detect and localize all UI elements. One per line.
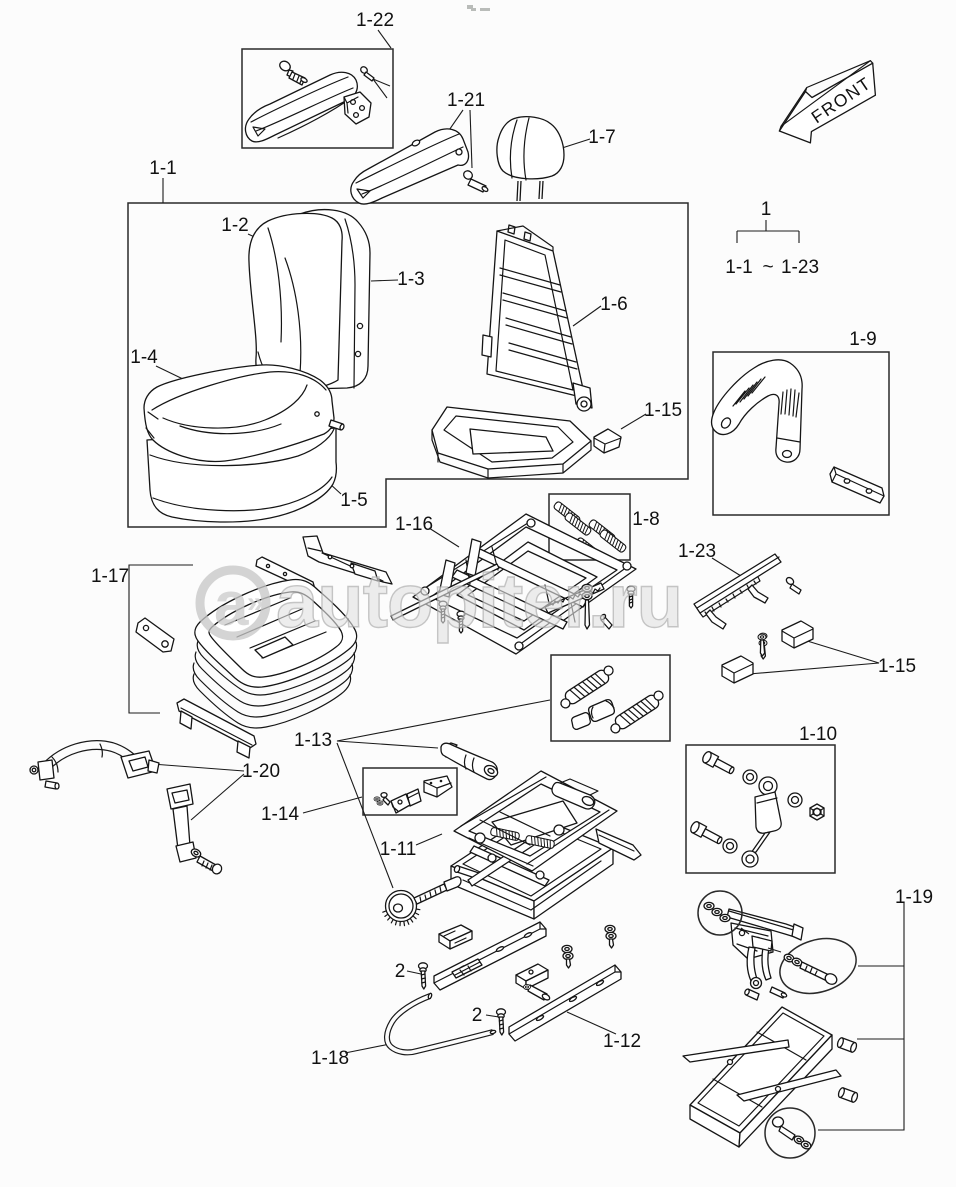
svg-text:1-7: 1-7 <box>588 127 615 148</box>
svg-text:1-17: 1-17 <box>91 566 129 587</box>
svg-text:1-1: 1-1 <box>149 158 176 179</box>
svg-text:1-6: 1-6 <box>600 294 627 315</box>
svg-text:1-20: 1-20 <box>242 761 280 782</box>
svg-text:»: » <box>247 586 264 619</box>
svg-text:1-3: 1-3 <box>397 269 424 290</box>
svg-text:autopiter.ru: autopiter.ru <box>276 559 682 644</box>
svg-text:1-8: 1-8 <box>632 509 659 530</box>
svg-text:1-10: 1-10 <box>799 724 837 745</box>
svg-text:1-15: 1-15 <box>644 400 682 421</box>
svg-text:1-23: 1-23 <box>678 541 716 562</box>
svg-text:1-13: 1-13 <box>294 730 332 751</box>
svg-text:1-14: 1-14 <box>261 804 299 825</box>
svg-text:1-11: 1-11 <box>380 839 417 860</box>
svg-text:1-16: 1-16 <box>395 514 433 535</box>
svg-text:1-23: 1-23 <box>781 257 819 278</box>
svg-text:2: 2 <box>395 961 406 982</box>
svg-text:1-18: 1-18 <box>311 1048 349 1069</box>
svg-text:1-12: 1-12 <box>603 1031 641 1052</box>
svg-text:1-21: 1-21 <box>447 90 485 111</box>
svg-text:1-2: 1-2 <box>221 215 248 236</box>
svg-text:a: a <box>214 570 249 639</box>
svg-text:1-1: 1-1 <box>725 257 752 278</box>
svg-text:1-22: 1-22 <box>356 10 394 31</box>
svg-text:1: 1 <box>761 199 772 220</box>
svg-text:~: ~ <box>762 257 773 278</box>
svg-text:1-9: 1-9 <box>849 329 876 350</box>
svg-text:2: 2 <box>472 1005 483 1026</box>
svg-text:1-4: 1-4 <box>130 347 158 368</box>
svg-text:1-15: 1-15 <box>878 656 916 677</box>
svg-text:1-19: 1-19 <box>895 887 933 908</box>
svg-text:1-5: 1-5 <box>340 490 367 511</box>
